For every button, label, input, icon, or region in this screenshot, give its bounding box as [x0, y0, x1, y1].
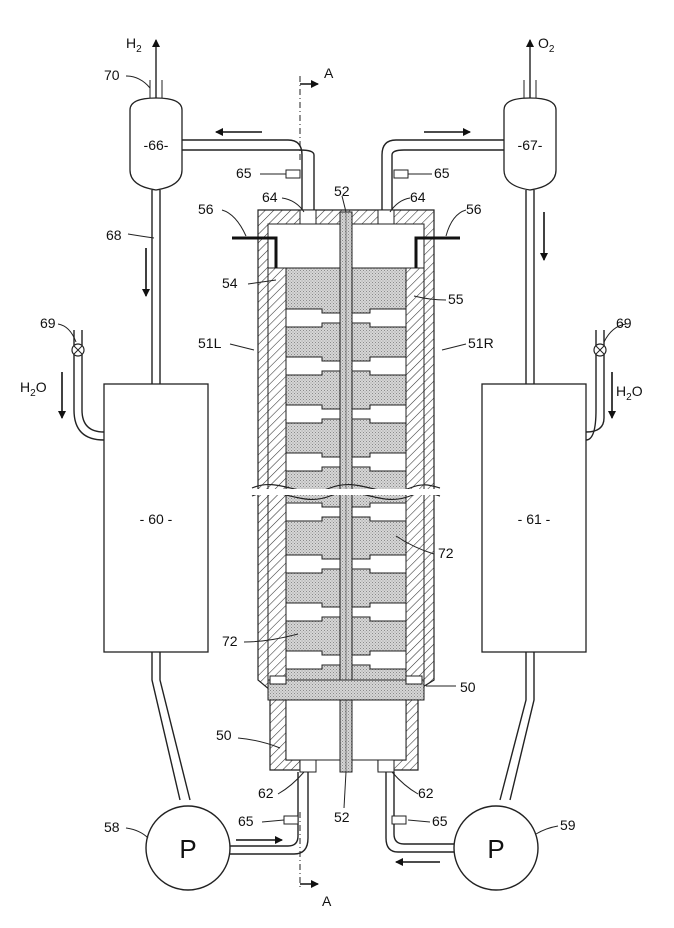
- outlet-stub-right: [378, 210, 394, 224]
- ref-56-left: 56: [198, 201, 214, 217]
- ref-64-right: 64: [410, 189, 426, 205]
- separator-66-label: -66-: [144, 137, 169, 153]
- ref-54: 54: [222, 275, 238, 291]
- ref-52-top: 52: [334, 183, 350, 199]
- ref-69-left: 69: [40, 315, 56, 331]
- ref-51L: 51L: [198, 335, 222, 351]
- cell-stack: [232, 210, 460, 772]
- h2-label: H2: [126, 35, 142, 55]
- ref-52-bottom: 52: [334, 809, 350, 825]
- wall-55: [406, 268, 424, 680]
- h2o-label-left: H2O: [20, 379, 47, 399]
- tank-61-label: - 61 -: [518, 511, 551, 527]
- ref-72-left: 72: [222, 633, 238, 649]
- ref-69-right: 69: [616, 315, 632, 331]
- ref-65-top-right: 65: [434, 165, 450, 181]
- ref-62-left: 62: [258, 785, 274, 801]
- ref-50-left: 50: [216, 727, 232, 743]
- ref-64-left: 64: [262, 189, 278, 205]
- inlet-stub-right: [378, 760, 394, 772]
- ref-65-bottom-left: 65: [238, 813, 254, 829]
- ref-55: 55: [448, 291, 464, 307]
- h2o-label-right: H2O: [616, 383, 643, 403]
- ref-58: 58: [104, 819, 120, 835]
- pump-58-label: P: [179, 834, 196, 864]
- separator-67-label: -67-: [518, 137, 543, 153]
- section-a-bottom-label: A: [322, 893, 332, 909]
- pump-59-label: P: [487, 834, 504, 864]
- inlet-stub-left: [300, 760, 316, 772]
- o2-label: O2: [538, 35, 555, 55]
- ref-70: 70: [104, 67, 120, 83]
- ref-50-right: 50: [460, 679, 476, 695]
- ref-62-right: 62: [418, 785, 434, 801]
- ref-72-right: 72: [438, 545, 454, 561]
- tank-60-label: - 60 -: [140, 511, 173, 527]
- ref-59: 59: [560, 817, 576, 833]
- ref-65-top-left: 65: [236, 165, 252, 181]
- ref-51R: 51R: [468, 335, 494, 351]
- ref-56-right: 56: [466, 201, 482, 217]
- ref-68: 68: [106, 227, 122, 243]
- section-a-top-label: A: [324, 65, 334, 81]
- ref-65-bottom-right: 65: [432, 813, 448, 829]
- wall-54: [268, 268, 286, 680]
- outlet-stub-left: [300, 210, 316, 224]
